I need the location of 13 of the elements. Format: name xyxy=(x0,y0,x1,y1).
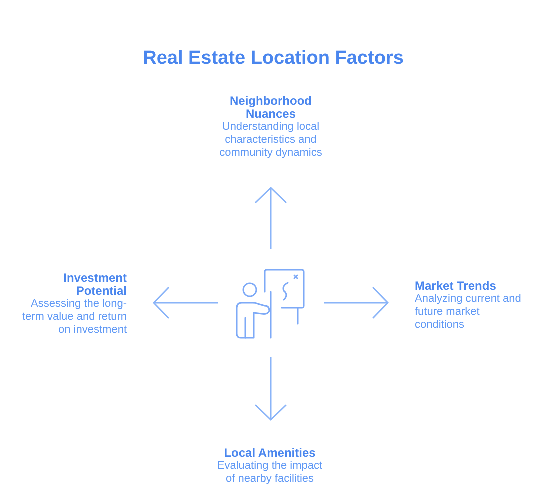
arrow xyxy=(255,187,287,249)
arrow xyxy=(255,357,287,421)
factor-heading: Market Trends xyxy=(415,280,498,293)
factor-heading: Local Amenities xyxy=(223,447,317,460)
factor-heading: Investment Potential xyxy=(62,272,127,298)
diagram-title: Real Estate Location Factors xyxy=(143,47,404,71)
factor-description: Evaluating the impact of nearby facilities xyxy=(216,460,324,486)
arrow xyxy=(153,287,218,319)
factor-description: Analyzing current and future market conditions xyxy=(415,293,522,332)
factor-description: Understanding local characteristics and community dynamics xyxy=(218,121,324,160)
factor-description: Assessing the long-term value and return on investment xyxy=(21,298,127,337)
arrow xyxy=(324,287,389,319)
factor-heading: Neighborhood Nuances xyxy=(229,95,313,121)
